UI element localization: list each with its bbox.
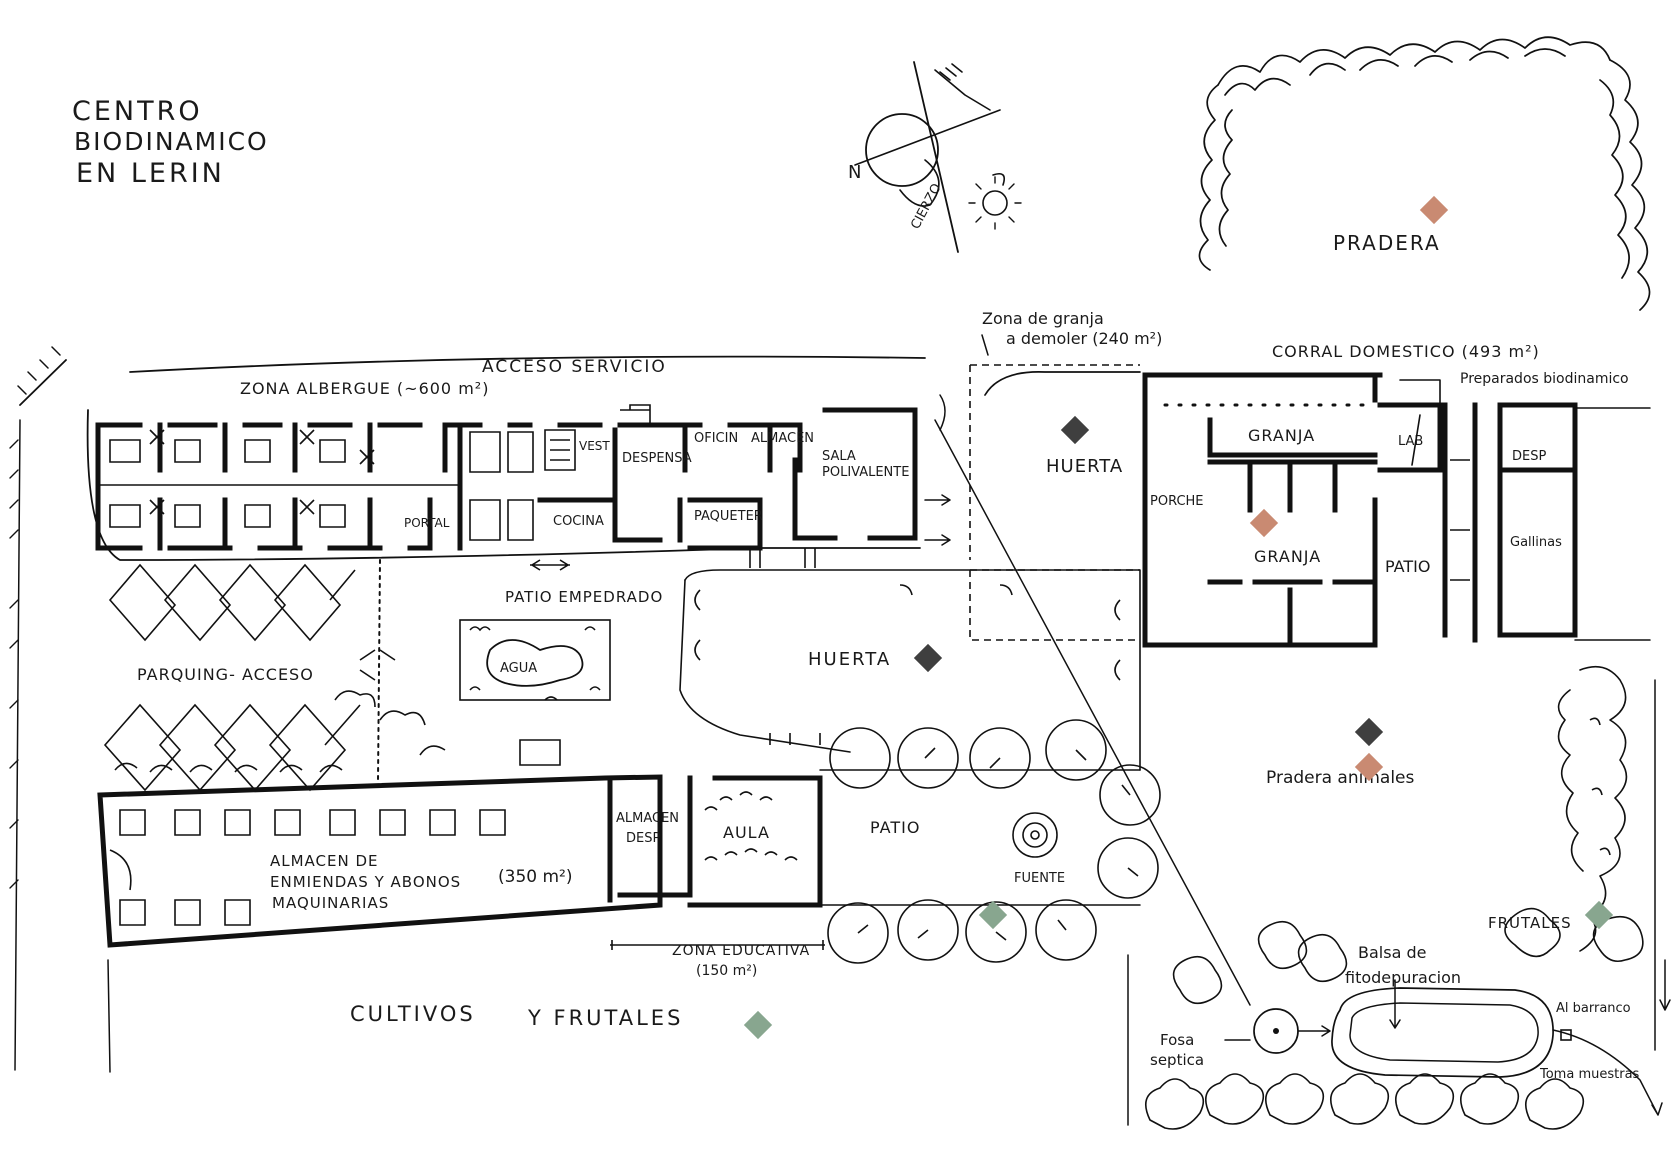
patio-granja-label: PATIO (1385, 557, 1430, 576)
patio-fuente-area: PATIO FUENTE (819, 394, 1251, 1006)
marker-pradera (1419, 195, 1449, 225)
zona-educativa-cultivos: ZONA EDUCATIVA (150 m²) CULTIVOS Y FRUTA… (107, 940, 1129, 1126)
patio-empedrado: PATIO EMPEDRADO AGUA (459, 588, 663, 766)
y-frutales-label: Y FRUTALES (527, 1006, 683, 1030)
marker-huerta-centro (913, 643, 943, 673)
pradera-animales-label: Pradera animales (1266, 768, 1414, 788)
granja-complex: Zona de granja a demoler (240 m²) HUERTA… (969, 309, 1651, 648)
gallinas-label: Gallinas (1510, 535, 1562, 550)
cierzo-label: CIERZO (908, 181, 944, 232)
huerta-centro-label: HUERTA (808, 649, 891, 670)
cocina-label: COCINA (553, 514, 604, 529)
pradera-label: PRADERA (1333, 231, 1441, 255)
sala-polivalente-label-1: SALA (822, 449, 856, 464)
aula-label: AULA (723, 823, 770, 842)
portal-label: PORTAL (404, 516, 450, 530)
corral-label: CORRAL DOMESTICO (493 m²) (1272, 342, 1540, 361)
granja-top-label: GRANJA (1248, 426, 1315, 445)
granja-bottom-label: GRANJA (1254, 547, 1321, 566)
al-barranco-label: Al barranco (1556, 1001, 1631, 1016)
title-line-3: EN LERIN (76, 158, 225, 189)
desp-label: DESP (1512, 449, 1546, 464)
zona-granja-label-1: Zona de granja (982, 309, 1104, 328)
preparados-label: Preparados biodinamico (1460, 371, 1629, 387)
pradera-hedge: PRADERA (1198, 36, 1651, 311)
agua-label: AGUA (500, 661, 537, 676)
pradera-animales-area: Pradera animales FRUTALES (1266, 665, 1671, 1051)
zona-granja-label-2: a demoler (240 m²) (1006, 329, 1162, 348)
marker-cultivos (743, 1010, 773, 1040)
parquing-label: PARQUING- ACCESO (137, 665, 314, 684)
fosa-label-1: Fosa (1160, 1031, 1194, 1049)
marker-frutales (1584, 900, 1614, 930)
title-line-2: BIODINAMICO (74, 127, 269, 156)
title-line-1: CENTRO (72, 96, 203, 127)
lab-label: LAB (1398, 434, 1423, 449)
marker-granja (1249, 508, 1279, 538)
markers-layer (743, 195, 1614, 1040)
balsa-fosa-area: Fosa septica Balsa de fitodepuracion Al … (1144, 920, 1663, 1130)
marker-fuente-trees (978, 900, 1008, 930)
vest-label: VEST (579, 439, 610, 453)
sala-polivalente-label-2: POLIVALENTE (822, 465, 909, 480)
zona-educativa-label-1: ZONA EDUCATIVA (672, 943, 810, 959)
balsa-label-1: Balsa de (1358, 943, 1426, 962)
almacen-desp-label-2: DESP (626, 831, 660, 846)
fosa-label-2: septica (1150, 1051, 1204, 1069)
balsa-label-2: fitodepuracion (1345, 968, 1461, 987)
toma-muestras-label: Toma muestras (1539, 1067, 1640, 1082)
cultivos-label: CULTIVOS (350, 1002, 476, 1026)
compass-icon: N CIERZO (848, 61, 1022, 253)
zona-albergue-label: ZONA ALBERGUE (~600 m²) (240, 379, 489, 398)
tree-row-bottom (827, 899, 1097, 964)
marker-huerta-granja (1060, 415, 1090, 445)
tree-row-top (829, 719, 1161, 899)
marker-pradera-animales-dark (1354, 717, 1384, 747)
huerta-centro-area: HUERTA (679, 569, 1141, 771)
zona-educativa-label-2: (150 m²) (696, 963, 757, 979)
despensa-label: DESPENSA (622, 451, 692, 466)
almacen-label: ALMACEN (751, 431, 814, 446)
almacen-enmiendas-label-1: ALMACEN DE (270, 852, 379, 870)
huerta-granja-label: HUERTA (1046, 456, 1123, 477)
paqueteria-label: PAQUETER (694, 509, 763, 524)
title-block: CENTRO BIODINAMICO EN LERIN (72, 96, 269, 189)
oficina-label: OFICIN (694, 431, 738, 446)
fuente-label: FUENTE (1014, 871, 1065, 886)
marker-pradera-animales-terracotta (1354, 752, 1384, 782)
albergue-building: ACCESO SERVICIO ZONA ALBERGUE (~600 m²) … (17, 346, 926, 571)
almacen-enmiendas-building: ALMACEN DE ENMIENDAS Y ABONOS MAQUINARIA… (97, 690, 823, 948)
north-label: N (848, 162, 861, 183)
acceso-servicio-label: ACCESO SERVICIO (482, 357, 667, 377)
almacen-enmiendas-label-3: MAQUINARIAS (272, 894, 389, 912)
almacen-desp-label-1: ALMACEN (616, 811, 679, 826)
parking-area: PARQUING- ACCESO (9, 419, 396, 1071)
patio-sur-label: PATIO (870, 818, 920, 837)
area-350-label: (350 m²) (498, 867, 573, 887)
patio-empedrado-label: PATIO EMPEDRADO (505, 588, 663, 606)
almacen-enmiendas-label-2: ENMIENDAS Y ABONOS (270, 873, 461, 891)
frutales-label: FRUTALES (1488, 914, 1572, 932)
porche-label: PORCHE (1150, 494, 1204, 509)
